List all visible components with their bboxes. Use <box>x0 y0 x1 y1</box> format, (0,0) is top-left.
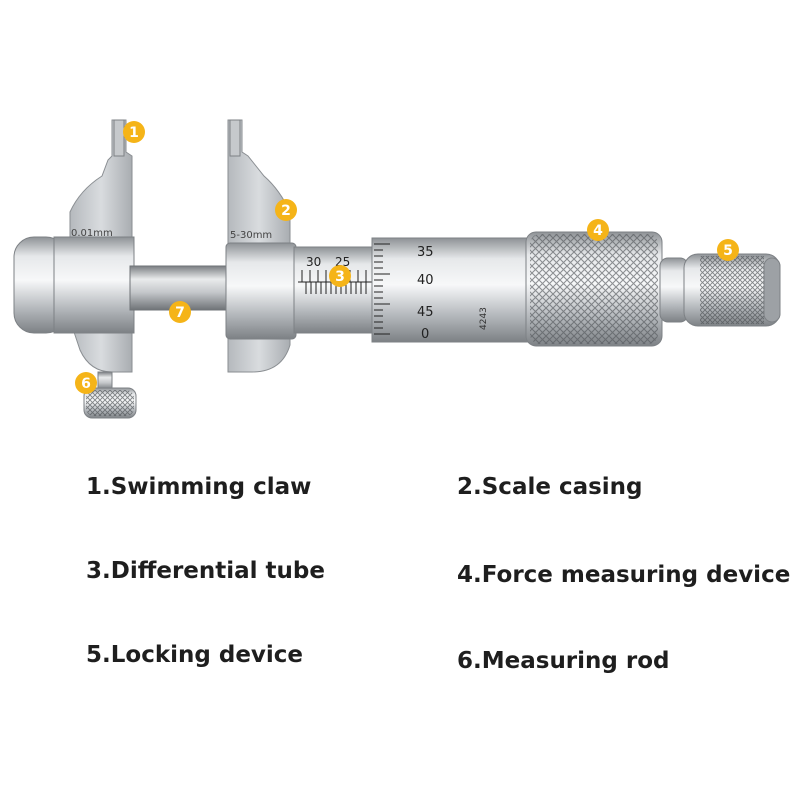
ratchet-knob <box>525 231 663 347</box>
jaw-body <box>225 242 297 340</box>
callout-marker: 7 <box>169 301 191 323</box>
legend-item: 2.Scale casing <box>457 474 643 500</box>
callout-number: 7 <box>175 305 185 321</box>
thimble-number: 35 <box>417 245 434 260</box>
legend-item: 1.Swimming claw <box>86 474 312 500</box>
thimble-number: 40 <box>417 273 434 288</box>
thimble-number: 0 <box>421 327 429 342</box>
thimble-mark: 4243 <box>479 307 489 330</box>
jaw-left-label: 0.01mm <box>71 228 113 239</box>
legend-item: 4.Force measuring device <box>457 562 791 588</box>
callout-marker: 2 <box>275 199 297 221</box>
thimble: 35 40 45 0 4243 <box>371 237 533 343</box>
jaw-right-label: 5-30mm <box>230 230 272 241</box>
callout-number: 4 <box>593 223 603 239</box>
callout-number: 1 <box>129 125 139 141</box>
callout-number: 6 <box>81 376 91 392</box>
thimble-number: 45 <box>417 305 434 320</box>
locking-screw <box>83 371 137 419</box>
legend-item: 6.Measuring rod <box>457 648 670 674</box>
callout-marker: 4 <box>587 219 609 241</box>
callout-number: 5 <box>723 243 733 259</box>
sleeve-number: 30 <box>306 255 321 269</box>
locking-knob <box>659 253 781 327</box>
callout-marker: 1 <box>123 121 145 143</box>
legend-item: 5.Locking device <box>86 642 304 668</box>
callout-marker: 3 <box>329 265 351 287</box>
callout-number: 3 <box>335 269 345 285</box>
legend-item: 3.Differential tube <box>86 558 325 584</box>
callout-number: 2 <box>281 203 291 219</box>
scale-sleeve: 30 25 <box>293 246 375 334</box>
callout-marker: 6 <box>75 372 97 394</box>
end-cap <box>13 236 135 334</box>
callout-marker: 5 <box>717 239 739 261</box>
inside-micrometer-illustration: 0.01mm 5-30mm 30 25 35 40 45 0 4243 <box>13 119 781 419</box>
